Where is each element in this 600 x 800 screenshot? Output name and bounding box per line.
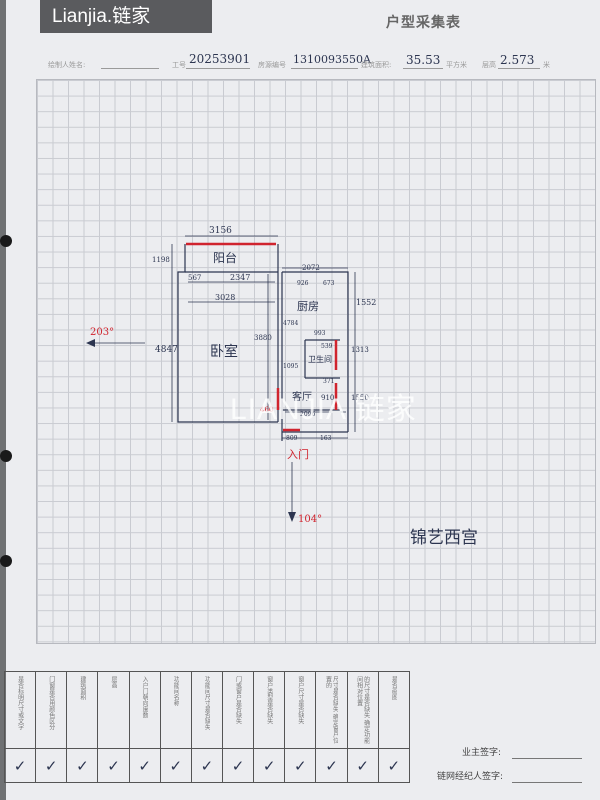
watermark-logo: LIANJIA 链家 (230, 393, 417, 426)
checklist-table: 是否标明尺寸或文字 门窗是否用颜色区分 建筑面积 层高 入户门朝向度数 功能间名… (3, 671, 411, 783)
dim-bath-a: 539 (321, 343, 333, 350)
dim-balcony-depth: 1198 (152, 256, 170, 264)
agent-signature-field[interactable] (512, 782, 582, 783)
dim-bath-width: 993 (314, 330, 326, 337)
dim-living-a: 1095 (283, 363, 298, 370)
employee-id-field[interactable] (186, 68, 250, 69)
dim-inner-height: 4784 (283, 320, 298, 327)
binder-hole (0, 450, 12, 462)
checklist-header-cell: 的尺寸是否缺失 确定功能间相对位置 (346, 671, 379, 749)
dim-bath-height: 1313 (351, 346, 369, 354)
checklist-header-cell: 门或窗户是否缺失 (221, 671, 255, 749)
house-code-label: 房源编号 (258, 61, 286, 69)
checklist-header-cell: 尺寸是否缺失 确定窗户位置的 (315, 671, 348, 749)
dim-total-height: 4847 (155, 345, 178, 355)
area-unit: 平方米 (446, 61, 467, 69)
dim-kitchen-b: 673 (323, 280, 335, 287)
dim-partial: 460 (260, 406, 273, 414)
checkmark[interactable]: ✓ (284, 748, 317, 783)
dim-living-c: 910 (321, 394, 334, 402)
room-bathroom: 卫生间 (308, 354, 332, 364)
employee-id-value: 20253901 (189, 52, 251, 66)
checklist-header-cell: 建筑面积 (66, 671, 99, 749)
form-title: 户型采集表 (386, 15, 461, 31)
arrowheads (86, 339, 296, 522)
checkmark[interactable]: ✓ (128, 748, 161, 783)
checkmark[interactable]: ✓ (97, 748, 130, 783)
height-field[interactable] (498, 68, 540, 69)
checkmark[interactable]: ✓ (377, 748, 411, 783)
dim-entry-b: 163 (320, 435, 332, 442)
dim-balcony-width: 2347 (230, 273, 250, 282)
room-kitchen: 厨房 (297, 300, 319, 313)
checklist-header-cell: 窗户尺寸是否缺失 (284, 671, 317, 749)
checkmark[interactable]: ✓ (315, 748, 348, 783)
dim-entry-a: 809 (286, 435, 298, 442)
orientation-south: 104° (298, 514, 322, 525)
area-field[interactable] (403, 68, 443, 69)
area-label: 建筑面积: (361, 61, 392, 69)
room-bedroom: 卧室 (210, 343, 238, 360)
dim-bedroom-width: 3028 (215, 293, 235, 302)
checkmark[interactable]: ✓ (190, 748, 223, 783)
brand-logo: Lianjia.链家 (40, 0, 212, 33)
agent-signature-label: 链网经纪人签字: (437, 772, 504, 782)
dim-living-b: 371 (323, 378, 334, 385)
checkmark[interactable]: ✓ (66, 748, 99, 783)
dim-bedroom-height: 3880 (254, 334, 272, 342)
owner-signature-label: 业主签字: (462, 748, 502, 758)
checklist-header-cell: 功能间名称 (159, 671, 192, 749)
employee-id-label: 工号 (172, 61, 186, 69)
checklist-header-cell: 窗户类型是否缺失 (253, 671, 286, 749)
drawing-grid (36, 79, 596, 644)
house-code-value: 1310093550A (293, 53, 371, 66)
dim-kitchen-a: 926 (297, 280, 309, 287)
checklist-header-cell: 功能间尺寸是否缺失 (190, 671, 223, 749)
checkmark[interactable]: ✓ (35, 748, 68, 783)
checkmark[interactable]: ✓ (159, 748, 192, 783)
survey-sheet: Lianjia.链家 户型采集表 绘制人姓名: 工号 20253901 房源编号… (6, 0, 600, 800)
checklist-header-cell: 层高 (97, 671, 130, 749)
dim-right-height: 1550 (351, 394, 369, 402)
dim-balcony-left: 567 (188, 274, 201, 282)
checkmark[interactable]: ✓ (346, 748, 379, 783)
checkmark[interactable]: ✓ (253, 748, 286, 783)
checklist-header-cell: 是否画图 (377, 671, 411, 749)
entrance-label: 入门 (287, 447, 309, 461)
dimension-lines (88, 235, 356, 520)
area-value: 35.53 (406, 53, 441, 67)
room-balcony: 阳台 (213, 250, 237, 265)
checkmark[interactable]: ✓ (221, 748, 255, 783)
house-code-field[interactable] (291, 68, 358, 69)
dim-kitchen-height: 1552 (356, 298, 376, 307)
height-value: 2.573 (500, 53, 535, 67)
binder-hole (0, 555, 12, 567)
checklist-header-cell: 是否标明尺寸或文字 (3, 671, 37, 749)
binder-hole (0, 235, 12, 247)
community-name: 锦艺西宫 (410, 528, 478, 548)
height-label: 层高 (482, 61, 496, 69)
dim-living-width: 2096 (300, 411, 315, 418)
plan-walls (177, 244, 349, 441)
orientation-west: 203° (90, 327, 114, 338)
room-living: 客厅 (292, 390, 312, 403)
surveyor-field[interactable] (101, 68, 159, 69)
checklist-header-cell: 入户门朝向度数 (128, 671, 161, 749)
window-marks (186, 242, 338, 432)
dim-top-width: 3156 (209, 226, 232, 236)
height-unit: 米 (543, 61, 550, 69)
owner-signature-field[interactable] (512, 758, 582, 759)
dim-kitchen-top: 2072 (302, 264, 320, 272)
checkmark[interactable]: ✓ (3, 748, 37, 783)
checklist-header-cell: 门窗是否用颜色区分 (35, 671, 68, 749)
surveyor-label: 绘制人姓名: (48, 61, 86, 69)
